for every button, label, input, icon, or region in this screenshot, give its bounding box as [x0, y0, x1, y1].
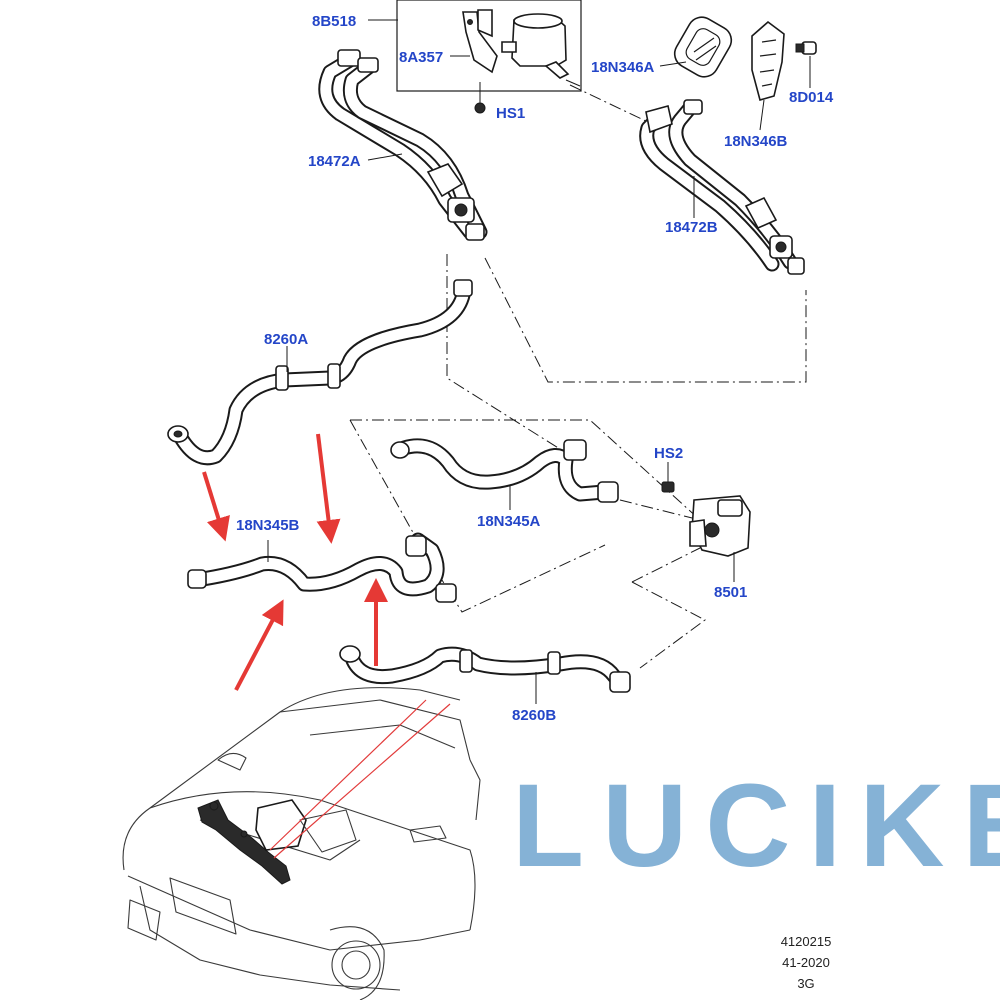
hose-18472b — [639, 99, 805, 275]
label-hs2: HS2 — [654, 445, 683, 462]
hose-8260a — [167, 279, 473, 466]
vehicle-outline — [122, 687, 481, 1000]
component-8501 — [689, 495, 751, 557]
label-18472b: 18472B — [665, 219, 718, 236]
reference-block: 4120215 41-2020 3G — [781, 934, 832, 991]
label-18n345b: 18N345B — [236, 517, 300, 534]
label-18n346b: 18N346B — [724, 133, 788, 150]
screw-hs1 — [474, 82, 486, 114]
engine-bay-components — [197, 799, 357, 885]
reference-line-2: 41-2020 — [782, 955, 830, 970]
callout-lines — [269, 699, 451, 859]
brand-watermark: LUCIKE — [512, 760, 1000, 892]
red-arrow-1 — [202, 471, 230, 542]
reference-line-3: 3G — [797, 976, 814, 991]
pump-8b518 — [501, 13, 570, 79]
hose-18472a — [318, 49, 488, 241]
hose-18n345b — [187, 532, 457, 603]
label-8d014: 8D014 — [789, 89, 834, 106]
screw-hs2 — [661, 462, 675, 493]
label-8b518: 8B518 — [312, 13, 356, 30]
bracket-8a357 — [462, 9, 498, 74]
reference-line-1: 4120215 — [781, 934, 832, 949]
brand-logo-text: LUCIKE — [512, 760, 1000, 892]
hose-18n345a — [390, 438, 619, 503]
label-leaders — [267, 19, 811, 704]
label-8260b: 8260B — [512, 707, 556, 724]
label-8a357: 8A357 — [399, 49, 443, 66]
part-labels: 8B518 8A357 HS1 18N346A 8D014 18N346B 18… — [236, 13, 834, 724]
hose-8260b — [339, 645, 631, 693]
label-18n345a: 18N345A — [477, 513, 541, 530]
bracket-18n346b — [751, 20, 785, 101]
label-18n346a: 18N346A — [591, 59, 655, 76]
red-arrow-2 — [316, 433, 341, 544]
label-18472a: 18472A — [308, 153, 361, 170]
red-arrow-3 — [234, 599, 284, 691]
pump-assembly-box — [396, 0, 582, 92]
label-8260a: 8260A — [264, 331, 308, 348]
gasket-18n346a — [673, 16, 733, 78]
red-arrows — [202, 433, 388, 691]
label-8501: 8501 — [714, 584, 747, 601]
bolt-8d014 — [795, 41, 817, 55]
label-hs1: HS1 — [496, 105, 525, 122]
